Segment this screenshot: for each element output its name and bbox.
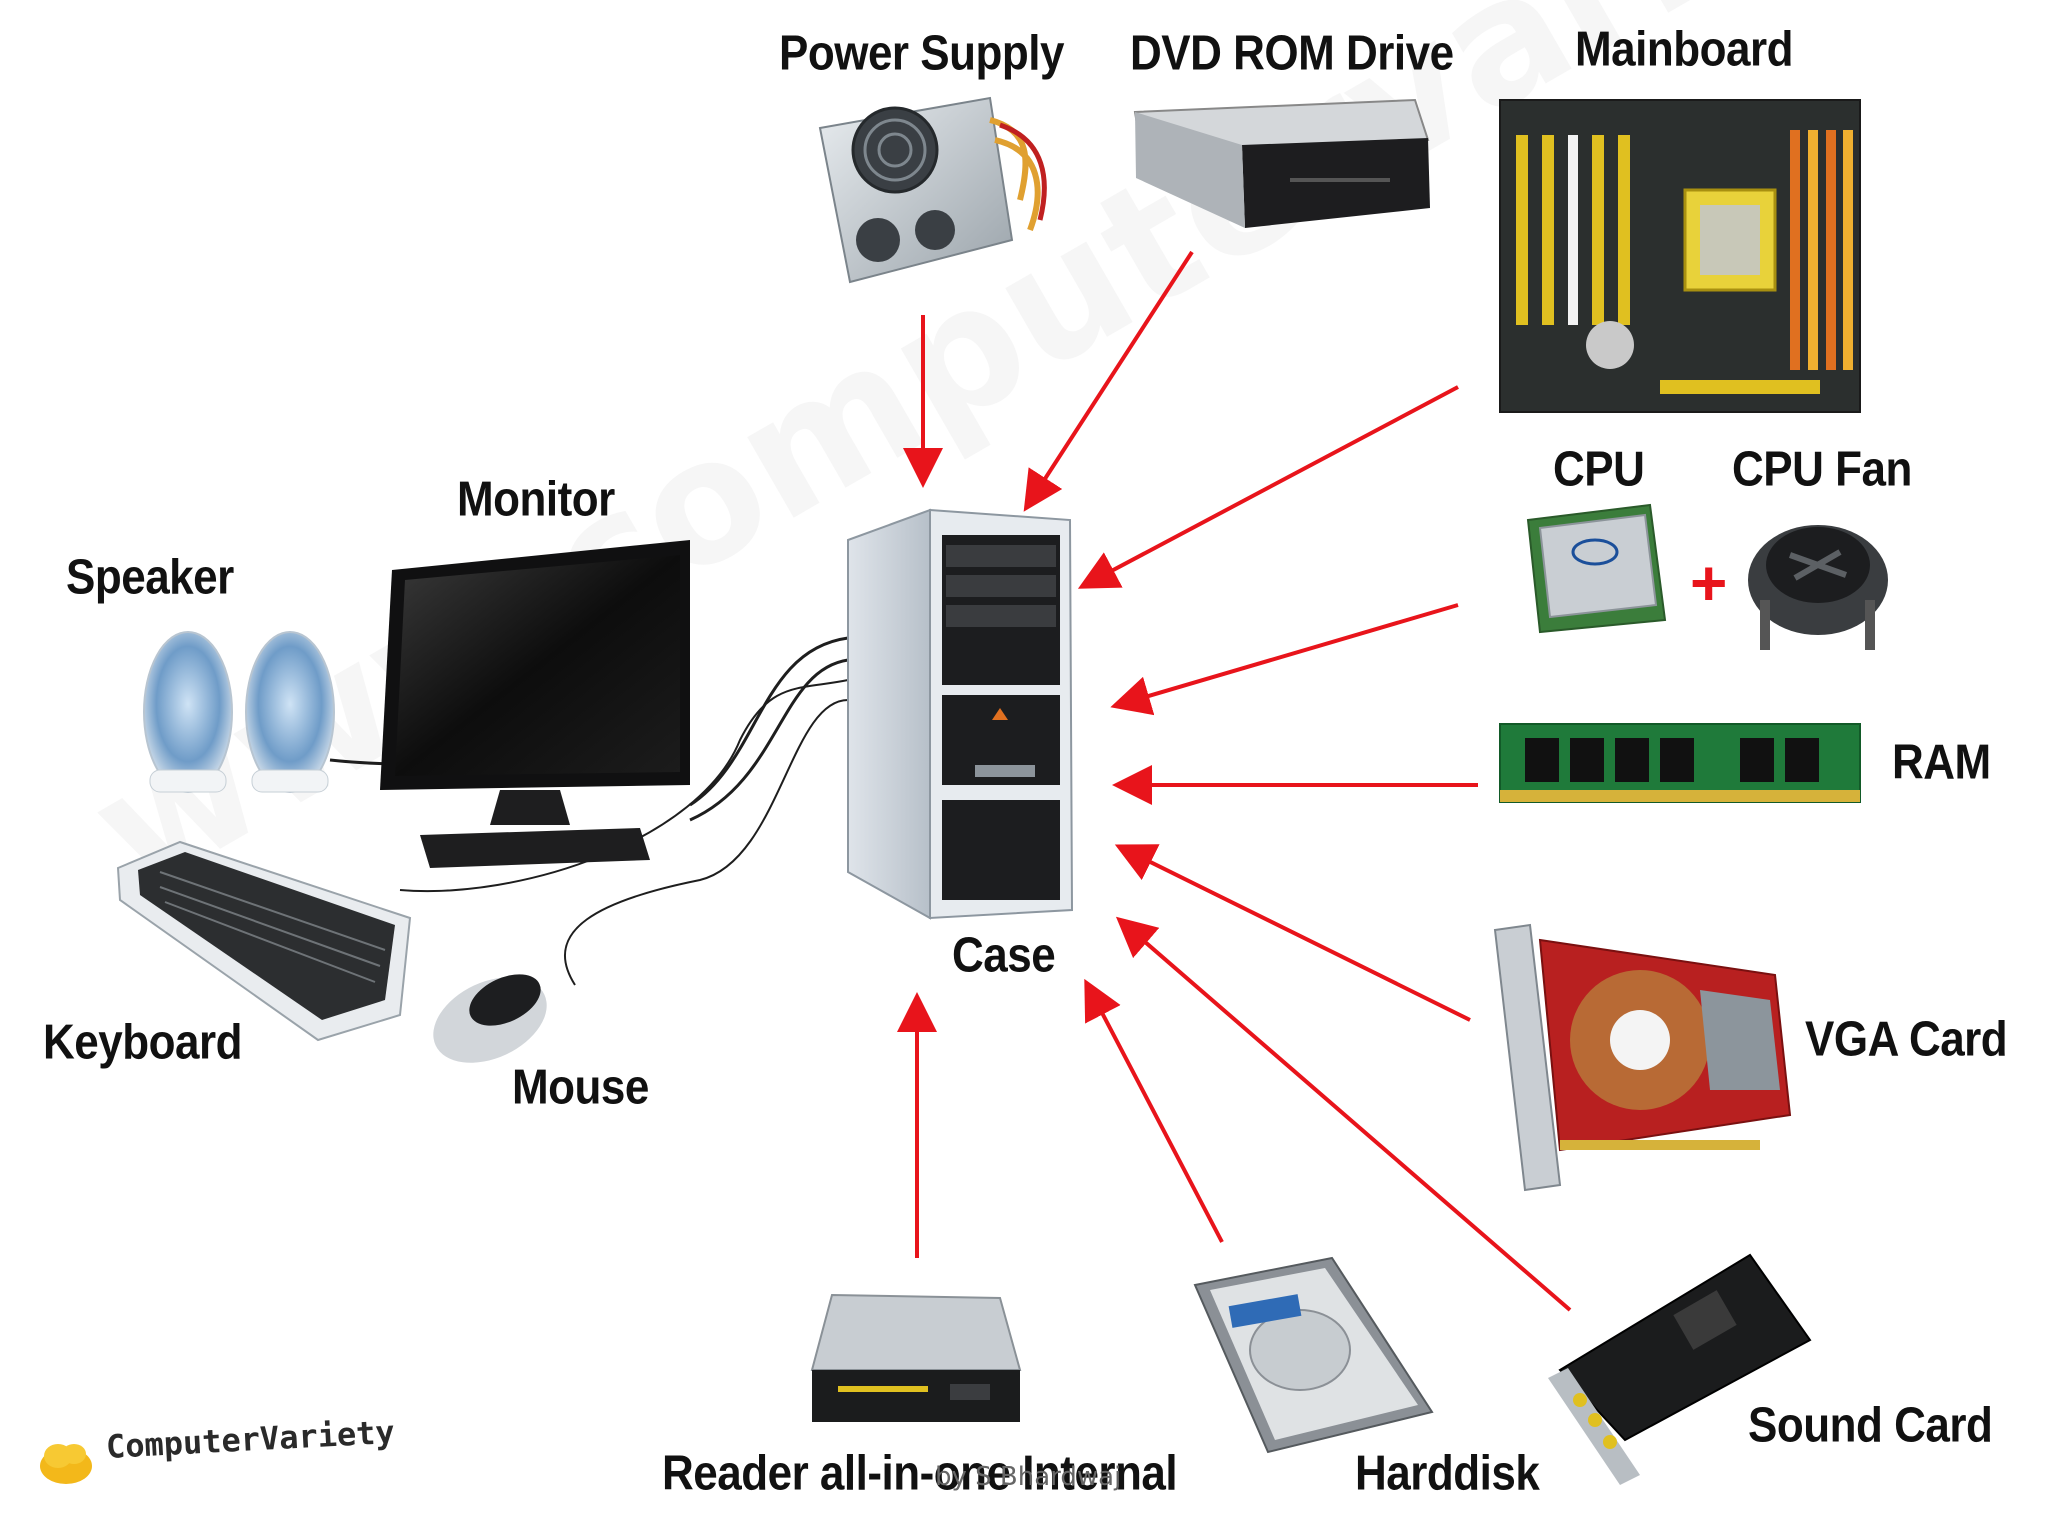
label-mainboard: Mainboard (1575, 22, 1793, 77)
arrow-dvd-rom-drive (1023, 250, 1194, 512)
label-vga-card: VGA Card (1805, 1012, 2008, 1067)
mainboard-image (1499, 99, 1861, 413)
arrow-vga-card (1114, 844, 1471, 1022)
sound-card-image (1548, 1253, 1812, 1485)
computervariety-logo: ComputerVariety (36, 1413, 436, 1490)
label-card-reader: Reader all-in-one Internal (662, 1446, 1178, 1501)
harddisk-image (1193, 1256, 1434, 1454)
keyboard-image (116, 840, 412, 1042)
arrow-mainboard (1077, 385, 1459, 589)
case-image (847, 508, 1074, 920)
cpu-fan-image (1748, 525, 1888, 650)
card-reader-image (810, 1293, 1022, 1422)
label-power-supply: Power Supply (779, 26, 1064, 81)
cpu-image (1526, 503, 1667, 634)
arrow-cpu (1110, 603, 1459, 716)
arrow-sound-card (1115, 916, 1572, 1312)
ram-image (1499, 723, 1861, 803)
label-speaker: Speaker (66, 550, 234, 605)
label-ram: RAM (1892, 735, 1991, 790)
label-harddisk: Harddisk (1355, 1446, 1540, 1501)
plus-sign: + (1690, 547, 1727, 619)
mouse-image (433, 974, 547, 1063)
vga-card-image (1493, 923, 1792, 1192)
arrows (897, 250, 1572, 1312)
monitor-image (380, 540, 690, 868)
dvd-rom-drive-image (1133, 98, 1430, 228)
label-monitor: Monitor (457, 472, 615, 527)
label-sound-card: Sound Card (1748, 1398, 1993, 1453)
power-supply-image (818, 96, 1047, 284)
logo-cloud-icon (40, 1444, 92, 1484)
label-cpu: CPU (1553, 442, 1645, 497)
label-keyboard: Keyboard (43, 1015, 242, 1070)
label-case: Case (952, 928, 1056, 983)
arrow-harddisk (1084, 978, 1224, 1243)
label-cpu-fan: CPU Fan (1732, 442, 1912, 497)
speaker-image (143, 631, 335, 793)
author-credit: by S Bhardwaj (935, 1462, 1122, 1492)
label-mouse: Mouse (512, 1060, 649, 1115)
label-dvd-rom-drive: DVD ROM Drive (1130, 26, 1454, 81)
logo-text: ComputerVariety (105, 1412, 396, 1466)
